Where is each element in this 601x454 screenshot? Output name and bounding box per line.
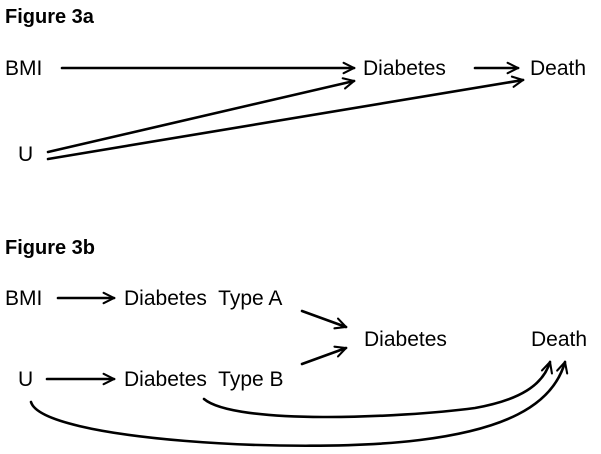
node-diabetes-3a: Diabetes: [363, 57, 446, 80]
figure-3a-title: Figure 3a: [5, 6, 94, 28]
edge-u-to-death-3b: [29, 362, 565, 448]
node-diabetes-3b: Diabetes: [364, 328, 447, 351]
edge-type-b-to-diabetes: [300, 348, 346, 366]
edge-type-b-to-death: [202, 362, 550, 419]
edge-u-to-death-3a: [46, 80, 523, 161]
node-diabetes-type-b: Diabetes Type B: [124, 368, 284, 391]
node-diabetes-type-a: Diabetes Type A: [124, 287, 283, 310]
node-death-3b: Death: [531, 328, 588, 351]
node-bmi-3b: BMI: [5, 287, 43, 310]
node-u-3a: U: [18, 143, 34, 166]
edge-type-a-to-diabetes: [300, 309, 346, 327]
node-death-3a: Death: [530, 57, 587, 80]
node-bmi-3a: BMI: [5, 57, 43, 80]
figure-3b-title: Figure 3b: [5, 237, 96, 259]
node-u-3b: U: [18, 368, 34, 391]
edge-u-to-diabetes-3a: [46, 81, 354, 154]
